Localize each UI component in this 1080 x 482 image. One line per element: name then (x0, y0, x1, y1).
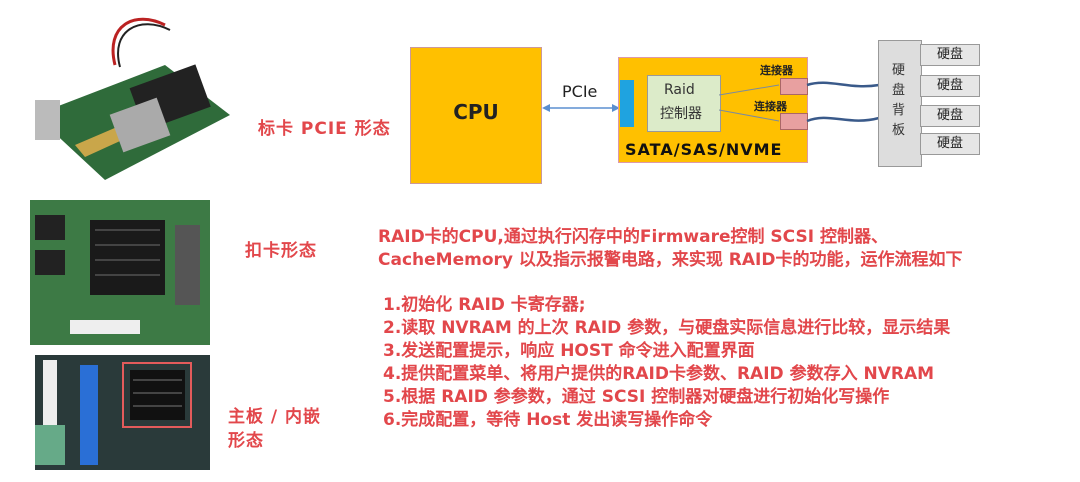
onboard-form-label-line2: 形态 (228, 431, 264, 451)
backplane-box: 硬盘背板 (878, 40, 922, 167)
pcie-card-photo (15, 5, 235, 190)
step-3: 3.发送配置提示，响应 HOST 命令进入配置界面 (383, 341, 755, 361)
disk-2: 硬盘 (920, 75, 980, 97)
pcie-form-label: 标卡 PCIE 形态 (258, 119, 391, 139)
step-1: 1.初始化 RAID 卡寄存器; (383, 295, 586, 315)
card-interface-label: SATA/SAS/NVME (625, 140, 783, 159)
pcie-slot (620, 80, 634, 127)
disk-3: 硬盘 (920, 105, 980, 127)
onboard-raid-photo (35, 355, 210, 470)
cpu-label: CPU (453, 100, 499, 124)
connector-label-2: 连接器 (754, 100, 787, 113)
step-2: 2.读取 NVRAM 的上次 RAID 参数，与硬盘实际信息进行比较，显示结果 (383, 318, 951, 338)
onboard-form-label-line1: 主板 / 内嵌 (228, 407, 322, 427)
disk-4: 硬盘 (920, 133, 980, 155)
raid-controller-label-line1: Raid (664, 82, 695, 98)
cpu-box: CPU (410, 47, 542, 184)
description-line-1: RAID卡的CPU,通过执行闪存中的Firmware控制 SCSI 控制器、 (378, 227, 888, 247)
backplane-label: 硬盘背板 (892, 63, 906, 138)
step-4: 4.提供配置菜单、将用户提供的RAID卡参数、RAID 参数存入 NVRAM (383, 364, 935, 384)
pcie-label: PCIe (562, 82, 598, 101)
connector-1 (780, 78, 808, 95)
mezzanine-card-photo (25, 195, 215, 350)
mezzanine-form-label: 扣卡形态 (245, 241, 317, 261)
connector-label-1: 连接器 (760, 64, 793, 77)
raid-controller-label-line2: 控制器 (660, 106, 702, 122)
raid-controller-box: Raid 控制器 (647, 75, 721, 132)
step-5: 5.根据 RAID 参参数，通过 SCSI 控制器对硬盘进行初始化写操作 (383, 387, 890, 407)
pcie-arrow (542, 104, 620, 112)
diagram-links (719, 81, 880, 123)
description-line-2: CacheMemory 以及指示报警电路，来实现 RAID卡的功能，运作流程如下 (378, 250, 963, 270)
disk-1: 硬盘 (920, 44, 980, 66)
step-6: 6.完成配置，等待 Host 发出读写操作命令 (383, 410, 713, 430)
